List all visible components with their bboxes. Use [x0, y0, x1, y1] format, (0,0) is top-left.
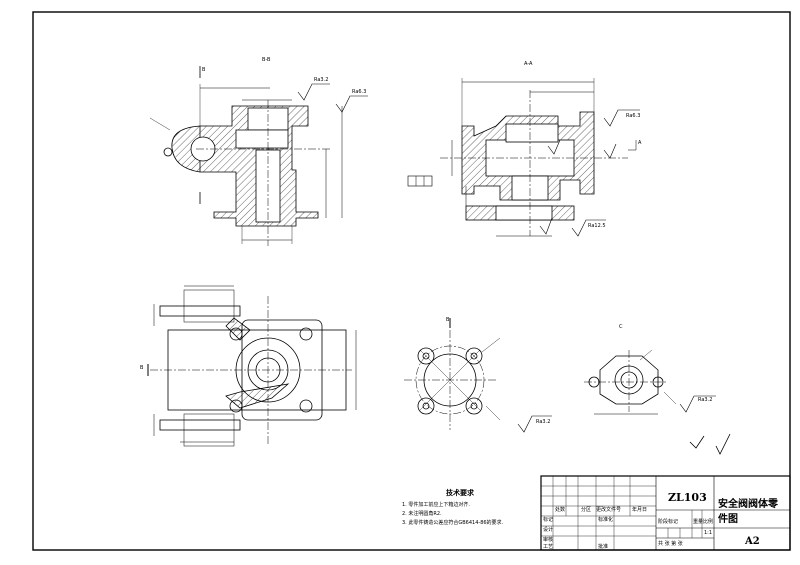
flange-b-view — [404, 318, 552, 433]
label-section-aa: A-A — [524, 61, 533, 67]
lug-c-view — [584, 349, 716, 415]
section-bb-view — [149, 66, 368, 246]
technical-requirements-title: 技术要求 — [446, 489, 474, 497]
title-block — [540, 475, 791, 551]
roughness-label: Ra6.3 — [352, 89, 367, 95]
roughness-label: Ra3.2 — [698, 397, 713, 403]
label-view-c: C — [619, 324, 623, 330]
label-stage: 阶段标记 — [658, 519, 679, 525]
part-name: 安全阀阀体零 — [718, 499, 778, 510]
label-count: 处数 — [555, 507, 566, 513]
roughness-label: Ra3.2 — [536, 419, 551, 425]
label-view-b: B — [446, 317, 450, 323]
technical-requirement-item: 2. 未注明圆角R2. — [402, 511, 442, 517]
label-approve: 批准 — [598, 544, 609, 550]
label-doc-no: 更改文件号 — [596, 507, 622, 513]
technical-requirement-item: 3. 此零件铸造公差应符合GB6414-86的要求. — [402, 520, 504, 526]
general-roughness-symbol — [689, 433, 731, 455]
label-review: 审核 — [543, 537, 554, 543]
roughness-label: Ra12.5 — [588, 223, 606, 229]
label-section-bb: B-B — [262, 57, 271, 63]
label-standardize: 标准化 — [598, 517, 614, 523]
label-weight: 重量 — [693, 519, 704, 525]
label-cut-a: A — [638, 140, 642, 146]
sheet-size: A2 — [745, 536, 760, 547]
sheet-border — [32, 11, 791, 551]
technical-requirement-item: 1. 零件加工前应上下箱边对齐. — [402, 502, 470, 508]
drawing-number: ZL103 — [668, 491, 707, 504]
section-aa-view — [407, 78, 640, 237]
label-ratio: 比例 — [703, 519, 714, 525]
view-b-plan — [147, 285, 357, 447]
part-name-line2: 件图 — [718, 514, 738, 525]
label-cut-b-left: B — [140, 365, 144, 371]
label-cut-b-top: B — [202, 67, 206, 73]
scale-value: 1:1 — [704, 530, 713, 536]
roughness-label: Ra6.3 — [626, 113, 641, 119]
label-zone: 分区 — [581, 507, 592, 513]
label-date: 年月日 — [632, 507, 648, 513]
label-process: 工艺 — [543, 544, 554, 550]
label-sheets: 共 张 第 张 — [658, 541, 683, 547]
label-designer: 设计 — [543, 527, 554, 533]
label-mark: 标记 — [543, 517, 554, 523]
roughness-label: Ra3.2 — [314, 77, 329, 83]
